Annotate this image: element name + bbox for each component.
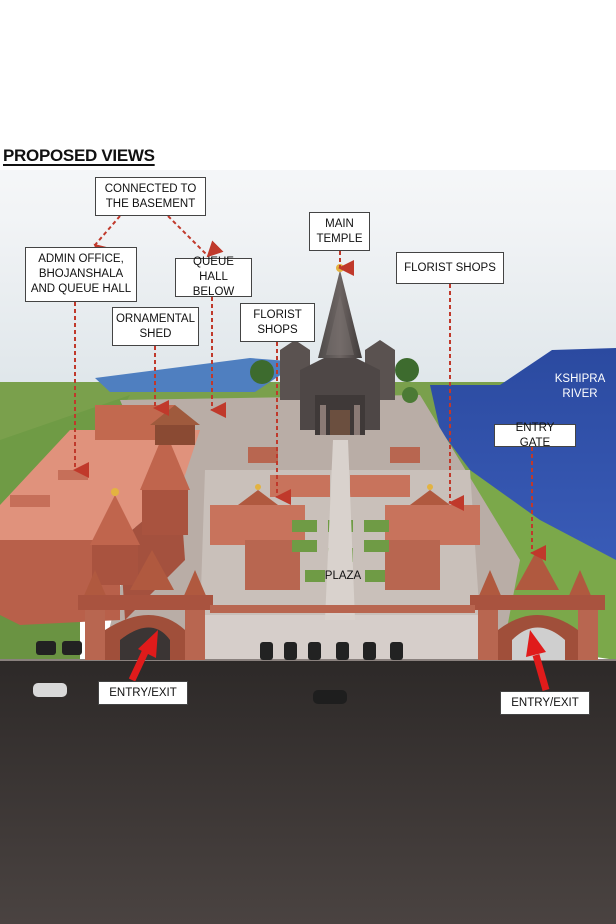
- callout-connected-basement: CONNECTED TO THE BASEMENT: [95, 177, 206, 216]
- callout-queue-hall: QUEUE HALL BELOW: [175, 256, 252, 298]
- kshipra-river: [430, 348, 616, 570]
- callout-florist-shops-right: FLORIST SHOPS: [396, 252, 504, 284]
- callout-main-temple: MAIN TEMPLE: [309, 212, 370, 251]
- callout-florist-shops-left: FLORIST SHOPS: [240, 303, 315, 342]
- leader-lines: [73, 215, 546, 561]
- white-top: [0, 0, 616, 170]
- parked-cars: [36, 641, 403, 660]
- road-cars: [33, 683, 347, 704]
- ornamental-shed: [150, 405, 200, 445]
- florist-wing-right: [385, 484, 480, 590]
- compound-wall: [210, 605, 475, 613]
- callout-entry-exit-right: ENTRY/EXIT: [500, 691, 590, 715]
- plaza-label: PLAZA: [324, 570, 362, 582]
- callout-entry-gate: ENTRY GATE: [494, 422, 576, 449]
- entry-arrow-right: [526, 630, 550, 691]
- callout-entry-exit-left: ENTRY/EXIT: [98, 681, 188, 705]
- central-path: [325, 440, 355, 620]
- callout-admin-office: ADMIN OFFICE, BHOJANSHALA AND QUEUE HALL: [25, 247, 137, 302]
- callout-ornamental-shed: ORNAMENTAL SHED: [112, 307, 199, 346]
- background-pond: [95, 358, 300, 392]
- admin-parapet: [10, 495, 50, 507]
- trees: [250, 358, 419, 403]
- florist-wing-left: [210, 484, 305, 590]
- admin-parapet: [58, 470, 88, 480]
- main-temple: [280, 264, 395, 435]
- page-title: PROPOSED VIEWS: [3, 146, 155, 165]
- river-label: KSHIPRA RIVER: [554, 373, 606, 400]
- shikhara-left-a: [90, 488, 140, 585]
- entry-arrow-left: [128, 630, 158, 682]
